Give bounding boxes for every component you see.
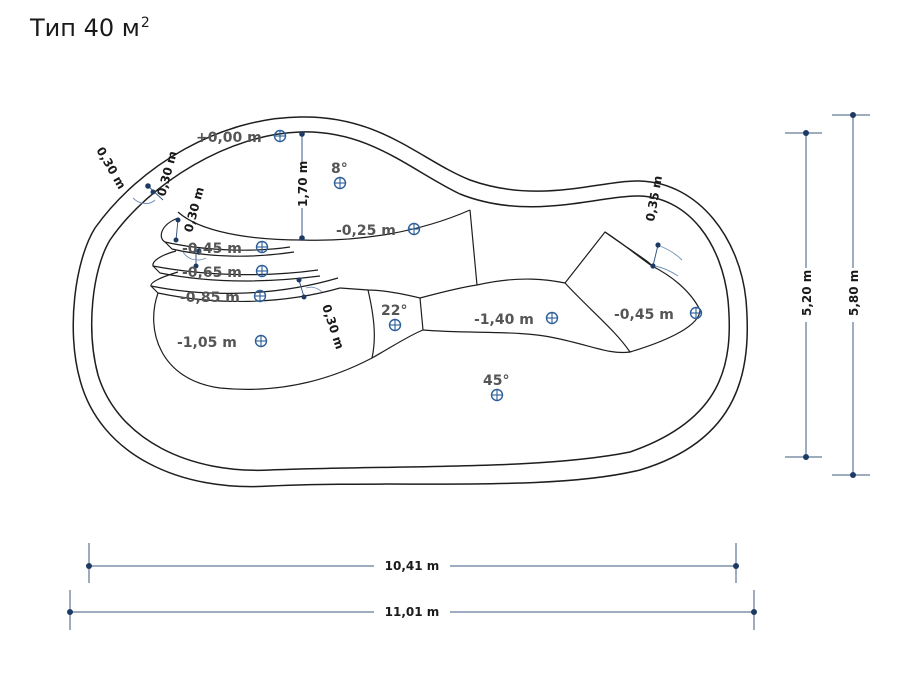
wall-top-label: 0,30 m [154,149,180,197]
title-superscript: 2 [140,15,150,31]
level-marker-deep [545,311,559,325]
step-3-outline [150,271,339,294]
level-marker-45deg [490,388,504,402]
level-label-step1: -0,45 m [182,241,242,257]
pool-inner-outline [91,131,731,472]
inner-height-label: 5,20 m [800,270,814,316]
wall-left-label: 0,30 m [93,145,128,192]
inner-width-label: 10,41 m [385,559,440,573]
bench-depth-label: 1,70 m [296,161,310,207]
outer-height-label: 5,80 m [847,270,861,316]
slope-22-outline [339,287,424,360]
bench-depth-dimension [299,131,305,241]
level-label-bench: -0,25 m [336,223,396,239]
page-title: Тип 40 м2 [30,14,150,42]
level-label-step2: -0,65 m [182,265,242,281]
level-label-top: +0,00 m [196,130,262,146]
level-label-shallow: -1,05 m [177,335,237,351]
step-3-riser [150,285,341,303]
level-marker-step3 [253,289,267,303]
step-tread-dimension [173,217,207,269]
inner-height-dimension [785,130,822,460]
shallow-area-outline [153,292,373,390]
level-marker-bench [407,222,421,236]
level-marker-right [689,306,703,320]
step-riser-label: 0,30 m [319,303,347,351]
step-1-outline [160,217,291,251]
level-label-right: -0,45 m [614,307,674,323]
left-wall-dimension [132,183,164,204]
deep-channel-upper [419,278,566,299]
step-riser-dimension [296,277,323,300]
level-marker-step2 [255,264,269,278]
angle-label-8: 8° [331,161,348,177]
outer-width-label: 11,01 m [385,605,440,619]
deep-channel-lower [422,329,631,354]
inner-width-dimension [86,543,739,583]
level-label-step3: -0,85 m [180,290,240,306]
bench-divider-line [469,209,478,286]
angle-label-22: 22° [381,303,407,319]
level-marker-22deg [388,318,402,332]
level-marker-step1 [255,240,269,254]
level-label-deep: -1,40 m [474,312,534,328]
step-2-outline [152,250,319,276]
pool-outer-outline [72,116,749,488]
level-marker-top [273,129,287,143]
right-bench-outline [564,231,701,353]
outer-width-dimension [67,590,757,630]
angle-label-45: 45° [483,373,509,389]
level-marker-shallow [254,334,268,348]
step-1-riser [164,241,295,257]
outer-height-dimension [832,112,870,478]
title-text: Тип 40 м [30,14,140,42]
right-bench-dimension [650,242,683,277]
level-marker-8deg [333,176,347,190]
upper-bench-outline [177,209,471,241]
